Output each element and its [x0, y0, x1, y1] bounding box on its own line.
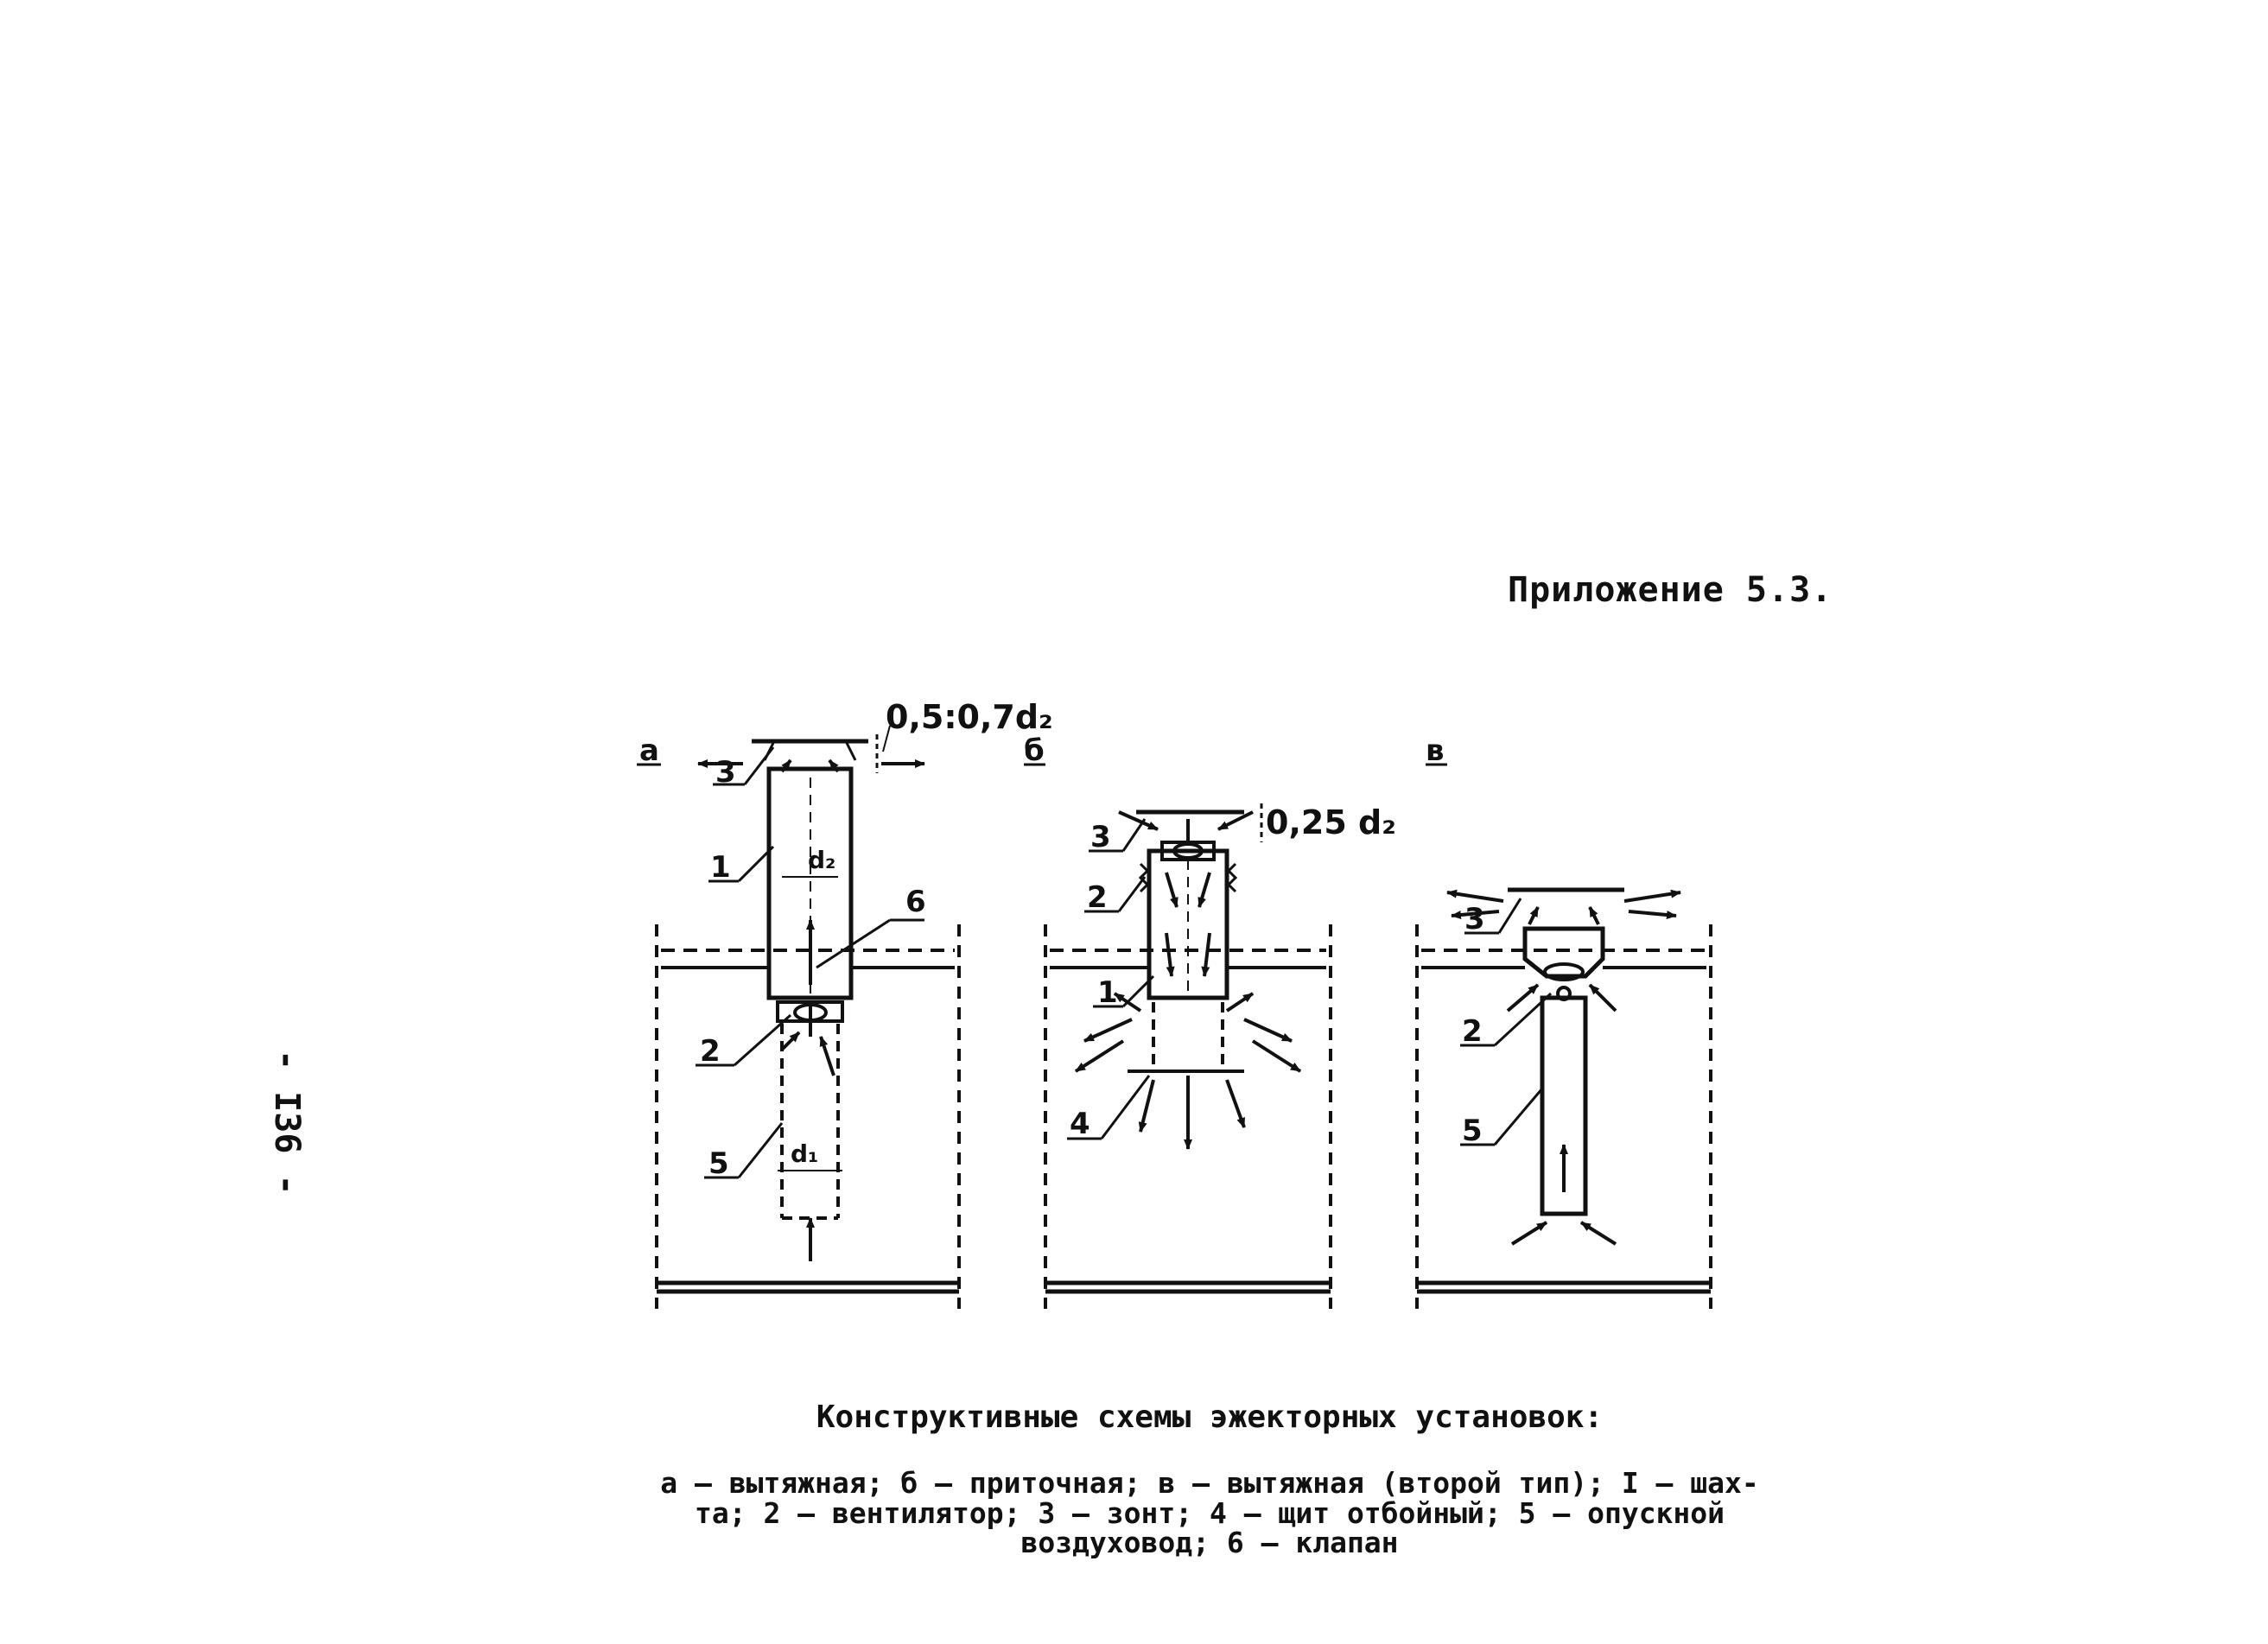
scheme-a-room: [655, 924, 961, 1309]
scheme-b-shaft: [1147, 848, 1229, 1000]
scheme-a-duct: [780, 1024, 840, 1220]
figure-caption-title: Конструктивные схемы эжекторных установо…: [816, 1400, 1604, 1435]
scheme-a-arrows: [697, 759, 925, 1261]
scheme-a-floor: [657, 1280, 959, 1294]
scheme-a-d1: d₁: [791, 1139, 818, 1168]
legend-line-3: воздуховод; 6 – клапан: [1020, 1526, 1399, 1560]
scheme-a-label-6: 6: [905, 885, 926, 919]
scheme-b-label-1: 1: [1097, 975, 1118, 1010]
scheme-v: [1415, 763, 1712, 1309]
scheme-v-floor: [1417, 1280, 1711, 1294]
scheme-v-duct: [1540, 995, 1588, 1216]
scheme-b-fan: [1160, 819, 1216, 861]
appendix-heading: Приложение 5.3.: [1508, 570, 1833, 610]
legend-line-1: а – вытяжная; б – приточная; в – вытяжна…: [660, 1466, 1759, 1500]
scheme-b: [1024, 763, 1332, 1309]
scheme-v-leaders: [1426, 763, 1553, 1146]
scheme-a: [637, 725, 961, 1309]
scheme-v-letter: в: [1426, 733, 1445, 768]
scheme-b-label-3: 3: [1090, 820, 1111, 854]
scheme-b-dimension: 0,25 d₂: [1266, 803, 1396, 841]
scheme-a-leaders: [637, 746, 924, 1179]
scheme-a-label-1: 1: [710, 850, 731, 885]
figure-caption-legend: а – вытяжная; б – приточная; в – вытяжна…: [639, 1466, 1780, 1560]
scheme-a-label-2: 2: [700, 1034, 721, 1069]
scheme-a-label-5: 5: [708, 1146, 729, 1181]
scheme-v-label-3: 3: [1464, 902, 1485, 936]
scheme-a-letter: а: [639, 733, 659, 768]
scheme-v-label-2: 2: [1462, 1014, 1483, 1049]
scheme-b-letter: б: [1024, 733, 1045, 768]
scheme-v-label-5: 5: [1462, 1114, 1483, 1148]
scheme-b-text: б 0,25 d₂ 3 2 1 4: [1024, 733, 1396, 1141]
scheme-b-room: [1044, 924, 1332, 1309]
scheme-v-room: [1415, 924, 1712, 1309]
scheme-v-shaft: [1522, 926, 1605, 979]
scheme-v-text: в 3 2 5: [1426, 733, 1485, 1148]
legend-line-2: та; 2 – вентилятор; 3 – зонт; 4 – щит от…: [694, 1495, 1725, 1530]
scheme-a-dimension: 0,5:0,7d₂: [886, 698, 1053, 736]
scheme-a-fan: [776, 1000, 844, 1037]
scheme-v-roof: [1421, 949, 1706, 969]
scheme-b-leaders: [1024, 763, 1155, 1140]
scheme-a-d2: d₂: [808, 846, 835, 874]
scheme-a-label-3: 3: [715, 755, 736, 790]
scheme-b-floor: [1045, 1280, 1331, 1294]
scheme-a-shaft: [766, 766, 854, 1000]
scheme-b-label-2: 2: [1087, 880, 1108, 915]
scheme-a-roof: [661, 949, 955, 969]
scheme-v-arrows: [1446, 889, 1681, 1246]
scheme-b-arrows: [1074, 810, 1302, 1150]
scheme-b-label-4: 4: [1070, 1107, 1090, 1141]
scheme-a-text: а 0,5:0,7d₂ d₂ d₁ 3 1 6 2 5: [639, 698, 1053, 1181]
